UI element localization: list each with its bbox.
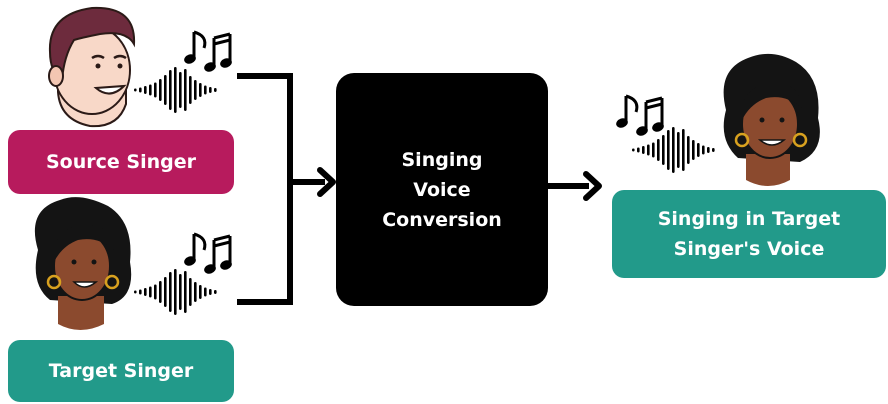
sound-wave-icon bbox=[134, 269, 217, 315]
target-singer-label: Target Singer bbox=[48, 360, 194, 382]
music-notes-icon bbox=[184, 30, 232, 72]
conversion-label: Singing Voice Conversion bbox=[382, 148, 502, 231]
sound-wave-icon bbox=[134, 67, 217, 113]
arrow-right-icon bbox=[317, 167, 336, 197]
woman-face-icon bbox=[723, 53, 820, 186]
singing-voice-conversion-block: Singing Voice Conversion bbox=[336, 73, 548, 306]
source-singer-box: Source Singer bbox=[8, 130, 234, 194]
woman-face-icon bbox=[34, 197, 132, 330]
music-notes-icon bbox=[616, 94, 664, 136]
source-singer-label: Source Singer bbox=[46, 151, 196, 173]
target-singer-box: Target Singer bbox=[8, 340, 234, 402]
output-voice-box: Singing in Target Singer's Voice bbox=[612, 190, 886, 278]
man-face-icon bbox=[48, 6, 136, 128]
top-input-line bbox=[237, 73, 293, 305]
sound-wave-icon bbox=[632, 127, 715, 173]
output-label: Singing in Target Singer's Voice bbox=[657, 208, 841, 260]
arrow-right-icon bbox=[583, 171, 602, 201]
music-notes-icon bbox=[184, 232, 232, 274]
